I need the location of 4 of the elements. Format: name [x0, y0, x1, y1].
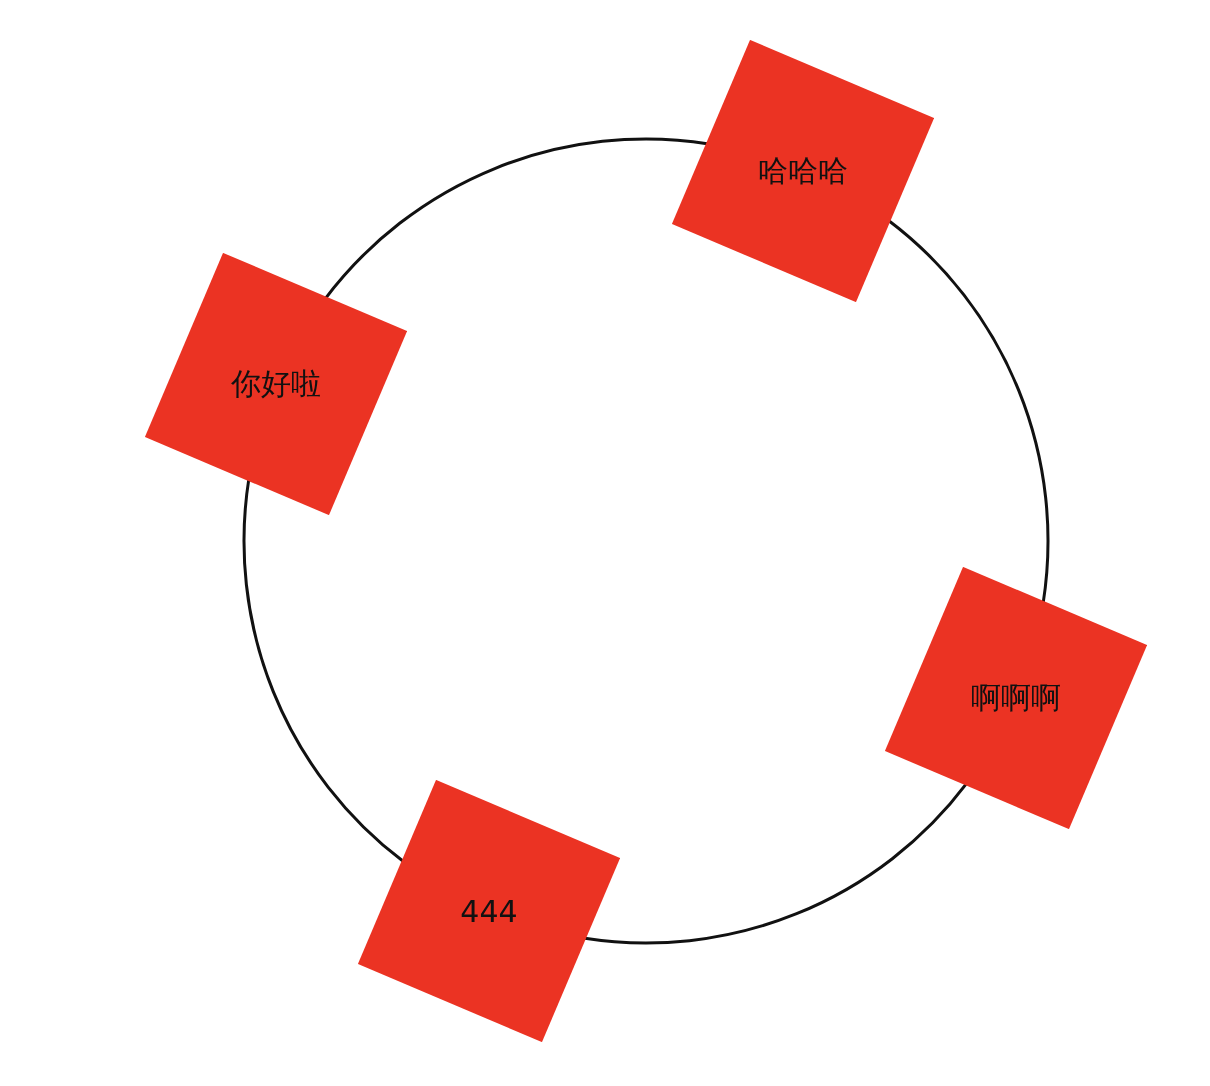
node-label: 你好啦 — [230, 364, 321, 403]
node-label: 444 — [460, 893, 518, 929]
node-label: 啊啊啊 — [971, 678, 1062, 717]
node-label: 哈哈哈 — [758, 151, 849, 190]
